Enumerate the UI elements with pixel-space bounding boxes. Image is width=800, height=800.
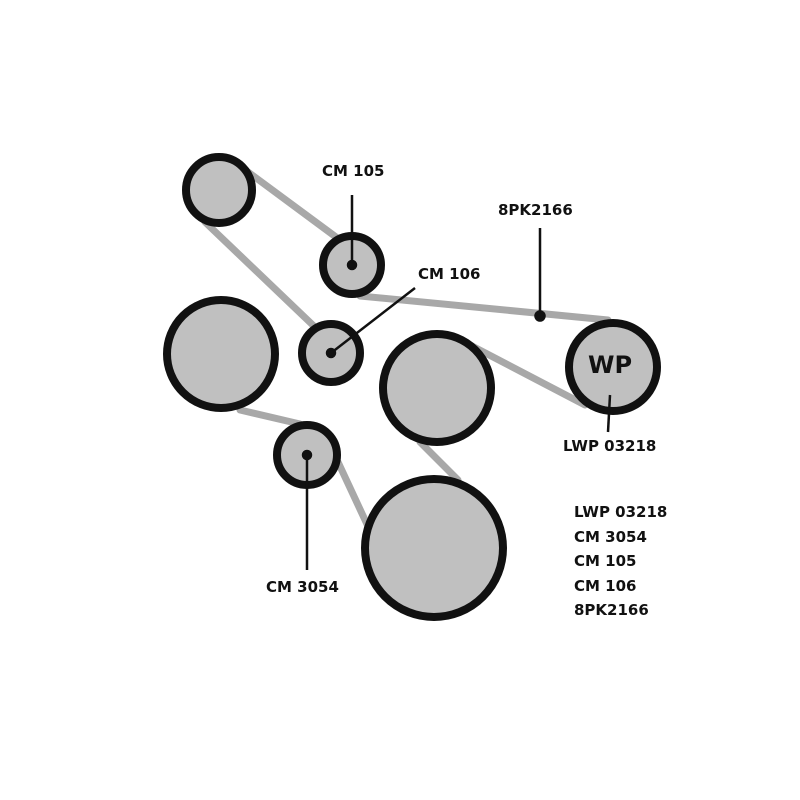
parts-list-item: LWP 03218	[574, 503, 668, 521]
parts-list-item: CM 106	[574, 576, 637, 595]
leader-dot	[534, 310, 546, 322]
belt-segment	[236, 406, 304, 428]
leader-dot	[325, 347, 337, 359]
pulley-middle	[379, 330, 495, 446]
belt-segment	[466, 341, 589, 409]
pulley-large-left	[163, 296, 279, 412]
label-cm105: CM 105	[322, 162, 385, 180]
label-cm3054: CM 3054	[266, 578, 339, 596]
leader-dot	[301, 449, 313, 461]
belt-segment	[356, 292, 612, 324]
pulley-crankshaft	[361, 475, 507, 621]
belt-segment	[416, 438, 462, 484]
label-lwp: LWP 03218	[563, 437, 657, 455]
leader-wp	[606, 394, 612, 433]
leader-cm106	[330, 287, 416, 354]
parts-list-item: CM 3054	[574, 527, 647, 546]
belt-segment	[201, 218, 322, 334]
belt-segment	[244, 168, 344, 244]
label-belt: 8PK2166	[498, 201, 573, 219]
parts-list-item: CM 105	[574, 552, 637, 570]
parts-list: LWP 03218 CM 3054 CM 105 CM 106 8PK2166	[574, 500, 667, 623]
pulley-top-left	[182, 153, 256, 227]
label-cm106: CM 106	[418, 265, 481, 283]
parts-list-item: 8PK2166	[574, 601, 649, 619]
pulley-water-pump	[565, 319, 661, 415]
leader-dot	[346, 259, 358, 271]
wp-text: WP	[588, 351, 633, 379]
